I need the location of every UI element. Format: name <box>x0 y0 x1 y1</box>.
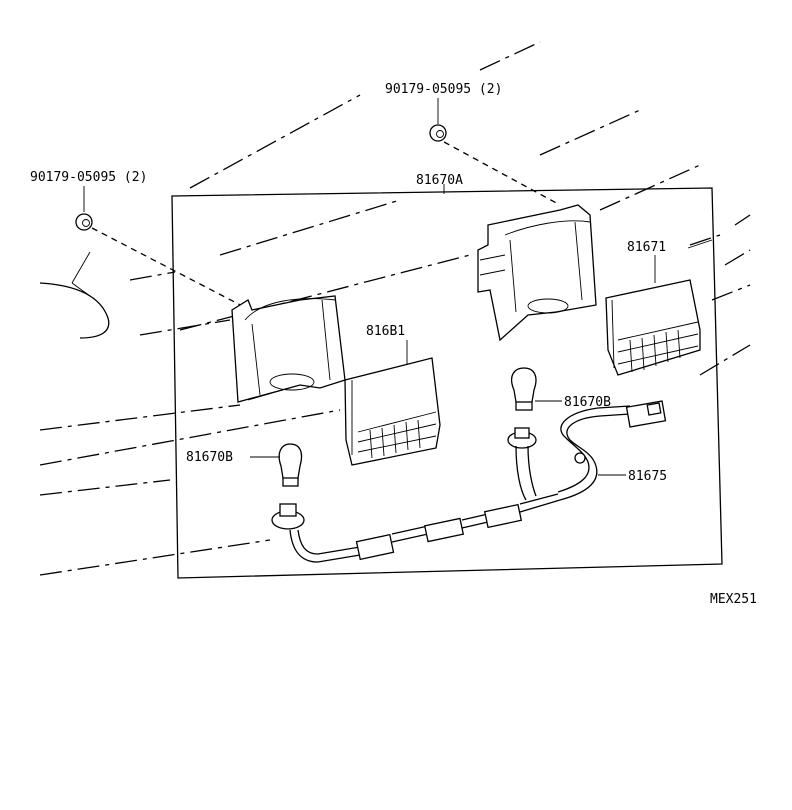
label-clip-left: 90179-05095 (2) <box>30 170 147 185</box>
bulb-left <box>278 443 303 487</box>
lamp-housing-left <box>231 295 346 403</box>
clip-left-dash <box>91 227 251 311</box>
courtesy-lamp-left <box>344 357 441 466</box>
lamp-housing-right <box>477 204 597 342</box>
bulb-right <box>510 367 537 411</box>
label-figure-code: MEX251 <box>710 592 757 607</box>
label-bulb-right: 81670B <box>564 395 611 410</box>
label-clip-right: 90179-05095 (2) <box>385 82 502 97</box>
clip-right-dash <box>443 141 561 206</box>
clip-fastener-right <box>429 124 447 142</box>
label-housing-right: 81671 <box>627 240 666 255</box>
leader-lines <box>250 239 713 476</box>
label-assembly: 81670A <box>416 173 463 188</box>
assembly-frame <box>171 187 723 579</box>
vehicle-outline <box>39 41 751 576</box>
courtesy-lamp-right <box>605 279 701 376</box>
label-housing-left: 816B1 <box>366 324 405 339</box>
label-bulb-left: 81670B <box>186 450 233 465</box>
label-harness: 81675 <box>628 469 667 484</box>
clip-fastener-left <box>75 213 93 231</box>
wire-harness <box>271 400 667 563</box>
